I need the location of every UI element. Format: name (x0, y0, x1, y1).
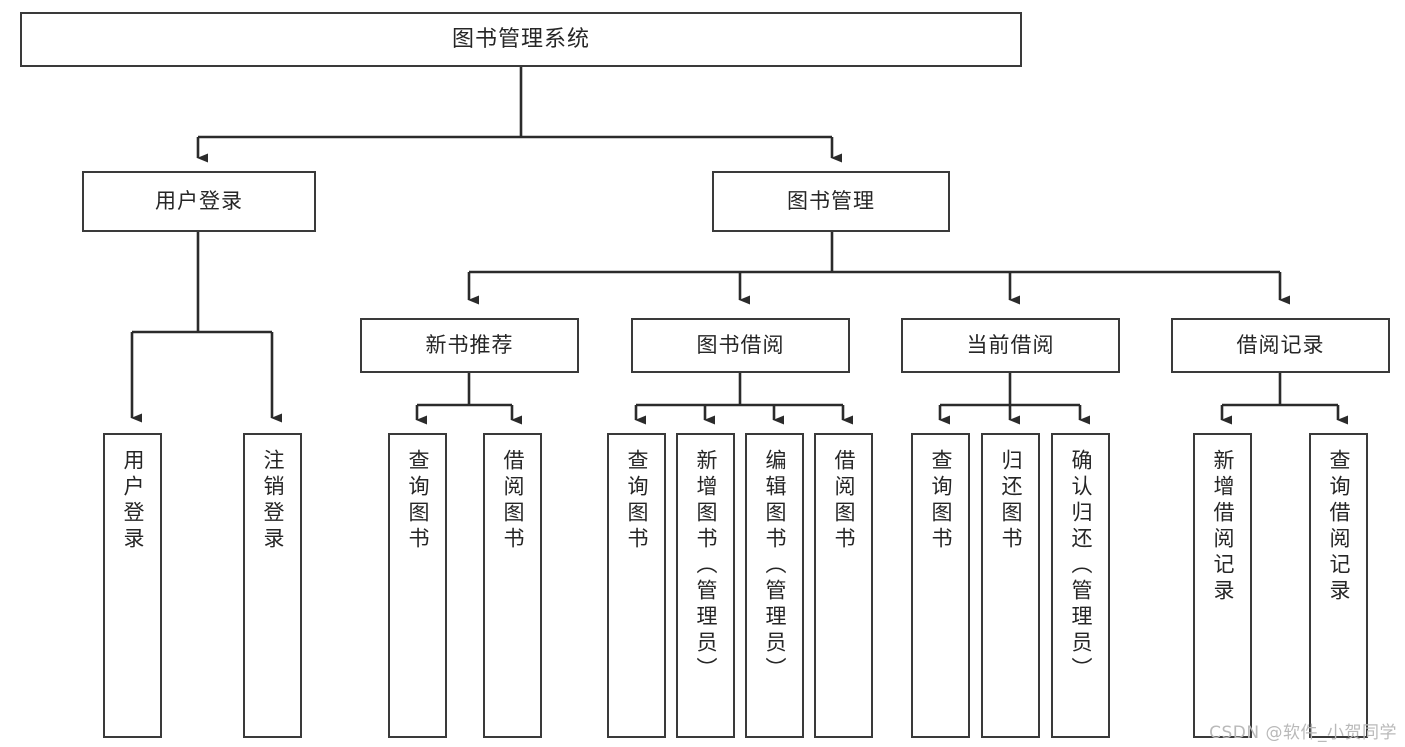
node-leaf-query-book-1-label: 查询图书 (406, 449, 430, 553)
node-leaf-logout[interactable]: 注销登录 (243, 433, 302, 738)
node-leaf-query-book-3[interactable]: 查询图书 (911, 433, 970, 738)
node-leaf-query-book-3-label: 查询图书 (929, 449, 953, 553)
node-leaf-add-borrow-record-label: 新增借阅记录 (1211, 449, 1235, 605)
node-leaf-query-book-1[interactable]: 查询图书 (388, 433, 447, 738)
node-book-manage[interactable]: 图书管理 (712, 171, 950, 232)
node-book-borrow-label: 图书借阅 (696, 333, 785, 358)
node-root-label: 图书管理系统 (451, 26, 590, 52)
node-leaf-edit-book-label: 编辑图书（管理员） (763, 449, 787, 683)
node-leaf-return-book[interactable]: 归还图书 (981, 433, 1040, 738)
node-leaf-user-login-label: 用户登录 (121, 449, 145, 553)
node-current-borrow-label: 当前借阅 (966, 333, 1055, 358)
node-leaf-add-borrow-record[interactable]: 新增借阅记录 (1193, 433, 1252, 738)
node-leaf-borrow-book-1[interactable]: 借阅图书 (483, 433, 542, 738)
csdn-watermark: CSDN @软件_小贺同学 (1209, 723, 1397, 743)
node-new-book-recommend-label: 新书推荐 (425, 333, 514, 358)
node-leaf-query-book-2-label: 查询图书 (625, 449, 649, 553)
node-leaf-confirm-return-label: 确认归还（管理员） (1069, 449, 1093, 683)
node-root[interactable]: 图书管理系统 (20, 12, 1022, 67)
node-leaf-edit-book[interactable]: 编辑图书（管理员） (745, 433, 804, 738)
node-leaf-borrow-book-2[interactable]: 借阅图书 (814, 433, 873, 738)
node-leaf-user-login[interactable]: 用户登录 (103, 433, 162, 738)
node-user-login-label: 用户登录 (155, 189, 243, 214)
node-leaf-confirm-return[interactable]: 确认归还（管理员） (1051, 433, 1110, 738)
node-leaf-logout-label: 注销登录 (261, 449, 285, 553)
node-leaf-add-book[interactable]: 新增图书（管理员） (676, 433, 735, 738)
node-leaf-query-borrow-record[interactable]: 查询借阅记录 (1309, 433, 1368, 738)
node-borrow-record[interactable]: 借阅记录 (1171, 318, 1390, 373)
node-leaf-add-book-label: 新增图书（管理员） (694, 449, 718, 683)
node-book-manage-label: 图书管理 (787, 189, 875, 214)
node-user-login[interactable]: 用户登录 (82, 171, 316, 232)
node-leaf-return-book-label: 归还图书 (999, 449, 1023, 553)
node-leaf-borrow-book-1-label: 借阅图书 (501, 449, 525, 553)
node-current-borrow[interactable]: 当前借阅 (901, 318, 1120, 373)
node-book-borrow[interactable]: 图书借阅 (631, 318, 850, 373)
node-new-book-recommend[interactable]: 新书推荐 (360, 318, 579, 373)
node-borrow-record-label: 借阅记录 (1236, 333, 1325, 358)
node-leaf-query-book-2[interactable]: 查询图书 (607, 433, 666, 738)
node-leaf-borrow-book-2-label: 借阅图书 (832, 449, 856, 553)
node-leaf-query-borrow-record-label: 查询借阅记录 (1327, 449, 1351, 605)
